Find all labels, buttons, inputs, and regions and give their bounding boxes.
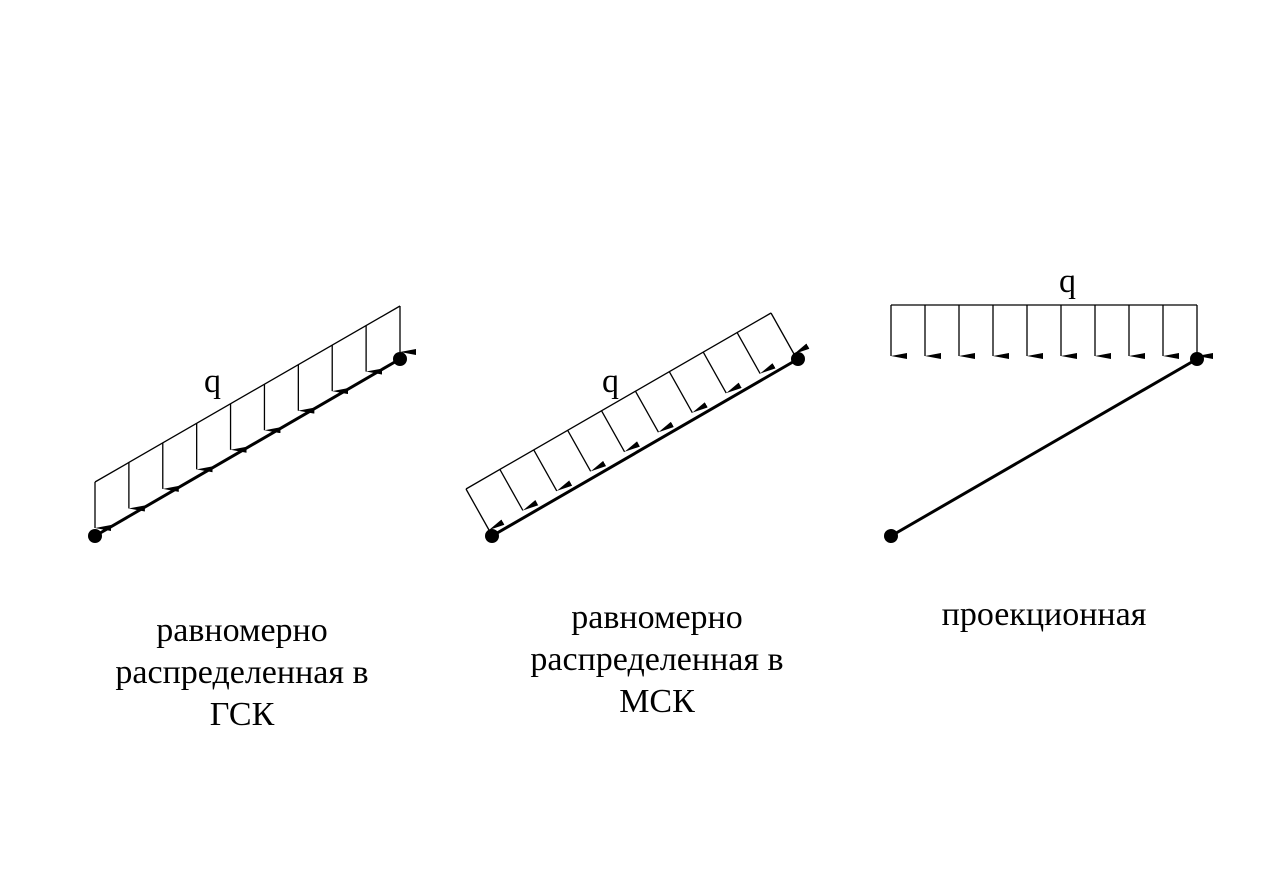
start-node [884,529,898,543]
load-arrows [94,306,416,531]
start-node [88,529,102,543]
caption-line: МСК [619,683,695,720]
caption-msk: равномерно распределенная в МСК [497,597,817,723]
load-arrow [668,371,708,413]
caption-line: равномерно [571,599,743,636]
end-node [1190,352,1204,366]
load-arrow [702,351,742,394]
beam [890,357,1198,538]
panel-gsk: q [88,305,416,543]
beam [94,357,401,538]
load-boundary-line [465,312,772,490]
load-arrow [634,390,674,433]
load-arrow [465,488,505,531]
load-arrow [567,430,607,472]
caption-line: равномерно [156,612,328,649]
caption-gsk: равномерно распределенная в ГСК [82,610,402,736]
start-node [485,529,499,543]
caption-projection: проекционная [884,594,1204,636]
load-arrows [465,312,810,531]
caption-line: распределенная в [115,654,369,691]
load-boundary-line [94,305,401,483]
load-label: q [204,363,221,400]
load-arrow [736,332,776,374]
panel-projection: q [884,263,1213,543]
load-label: q [1059,263,1076,300]
end-node [791,352,805,366]
caption-line: распределенная в [530,641,784,678]
load-arrow [533,449,573,492]
panel-msk: q [465,312,810,543]
load-arrow [770,312,810,355]
end-node [393,352,407,366]
load-arrow [499,469,539,511]
load-arrows [890,305,1213,359]
load-arrow [600,410,640,453]
caption-line: ГСК [209,696,275,733]
load-label: q [602,363,619,400]
caption-line: проекционная [941,596,1147,633]
beam [491,357,799,538]
